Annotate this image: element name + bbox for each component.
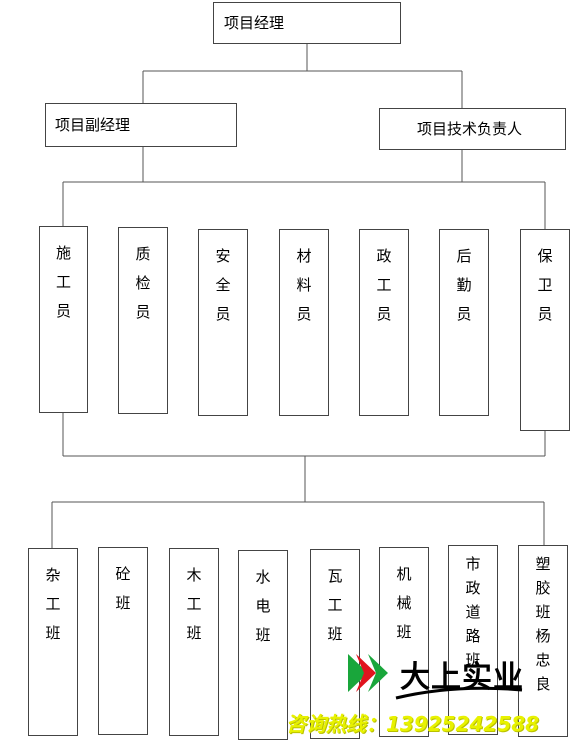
team-box-road: 市 政 道 路 班 (448, 545, 498, 735)
staff-char: 员 (537, 305, 553, 323)
team-char: 班 (186, 624, 202, 642)
team-char: 机 (396, 565, 412, 583)
staff-char: 后 (456, 247, 472, 265)
tech-lead-box: 项目技术负责人 (379, 108, 566, 150)
team-box-masonry: 瓦 工 班 (310, 549, 360, 739)
staff-char: 安 (215, 247, 231, 265)
staff-char: 料 (296, 276, 312, 294)
staff-char: 检 (135, 274, 151, 292)
team-char: 械 (396, 594, 412, 612)
connector-top (142, 44, 463, 108)
hotline-text: 咨询热线：13925242588 (286, 712, 540, 736)
staff-char: 质 (135, 245, 151, 263)
staff-char: 员 (55, 302, 71, 320)
team-char: 杨 (535, 627, 551, 645)
brand-logo: 大上实业 (346, 650, 526, 700)
team-char: 工 (45, 595, 61, 613)
staff-char: 施 (55, 244, 71, 262)
team-box-plumbing: 水 电 班 (238, 550, 288, 740)
staff-box-logistics: 后 勤 员 (439, 229, 489, 416)
staff-char: 卫 (537, 276, 553, 294)
team-char: 班 (465, 651, 481, 669)
team-char: 政 (465, 579, 481, 597)
project-manager-box: 项目经理 (213, 2, 401, 44)
team-char: 班 (45, 624, 61, 642)
staff-char: 员 (135, 303, 151, 321)
connector-mid (62, 147, 546, 229)
team-char: 市 (465, 555, 481, 573)
team-char: 胶 (535, 579, 551, 597)
connector-staff-bottom (62, 413, 546, 502)
team-char: 班 (327, 625, 343, 643)
team-char: 忠 (535, 651, 551, 669)
team-char: 班 (115, 594, 131, 612)
deputy-manager-label: 项目副经理 (55, 115, 131, 134)
team-char: 杂 (45, 566, 61, 584)
team-box-machinery: 机 械 班 (379, 547, 429, 737)
team-box-carpentry: 木 工 班 (169, 548, 219, 736)
team-char: 瓦 (327, 567, 343, 585)
brand-mark-icon (348, 654, 388, 692)
staff-box-construction: 施 工 员 (39, 226, 88, 413)
team-char: 塑 (535, 555, 551, 573)
staff-char: 工 (376, 276, 392, 294)
staff-char: 材 (296, 247, 312, 265)
team-char: 砼 (115, 565, 131, 583)
team-char: 水 (255, 568, 271, 586)
staff-char: 保 (537, 247, 553, 265)
deputy-manager-box: 项目副经理 (45, 103, 237, 147)
team-char: 木 (186, 566, 202, 584)
staff-char: 勤 (456, 276, 472, 294)
team-char: 电 (255, 597, 271, 615)
team-char: 工 (186, 595, 202, 613)
team-char: 良 (535, 675, 551, 693)
team-box-plastic: 塑 胶 班 杨 忠 良 (518, 545, 568, 737)
project-manager-label: 项目经理 (224, 13, 285, 32)
staff-char: 员 (376, 305, 392, 323)
staff-box-political: 政 工 员 (359, 229, 409, 416)
staff-box-quality: 质 检 员 (118, 227, 168, 414)
team-char: 班 (396, 623, 412, 641)
team-char: 路 (465, 627, 481, 645)
staff-char: 员 (215, 305, 231, 323)
team-char: 班 (535, 603, 551, 621)
staff-box-security: 保 卫 员 (520, 229, 570, 431)
staff-box-materials: 材 料 员 (279, 229, 329, 416)
team-char: 道 (465, 603, 481, 621)
staff-char: 工 (55, 273, 71, 291)
connector-teams (51, 501, 545, 548)
team-box-concrete: 砼 班 (98, 547, 148, 735)
staff-char: 员 (456, 305, 472, 323)
team-char: 班 (255, 626, 271, 644)
staff-char: 全 (215, 276, 231, 294)
brand-swoosh-icon (395, 686, 523, 700)
team-char: 工 (327, 596, 343, 614)
staff-char: 政 (376, 247, 392, 265)
team-box-misc: 杂 工 班 (28, 548, 78, 736)
staff-box-safety: 安 全 员 (198, 229, 248, 416)
staff-char: 员 (296, 305, 312, 323)
tech-lead-label: 项目技术负责人 (417, 119, 523, 138)
